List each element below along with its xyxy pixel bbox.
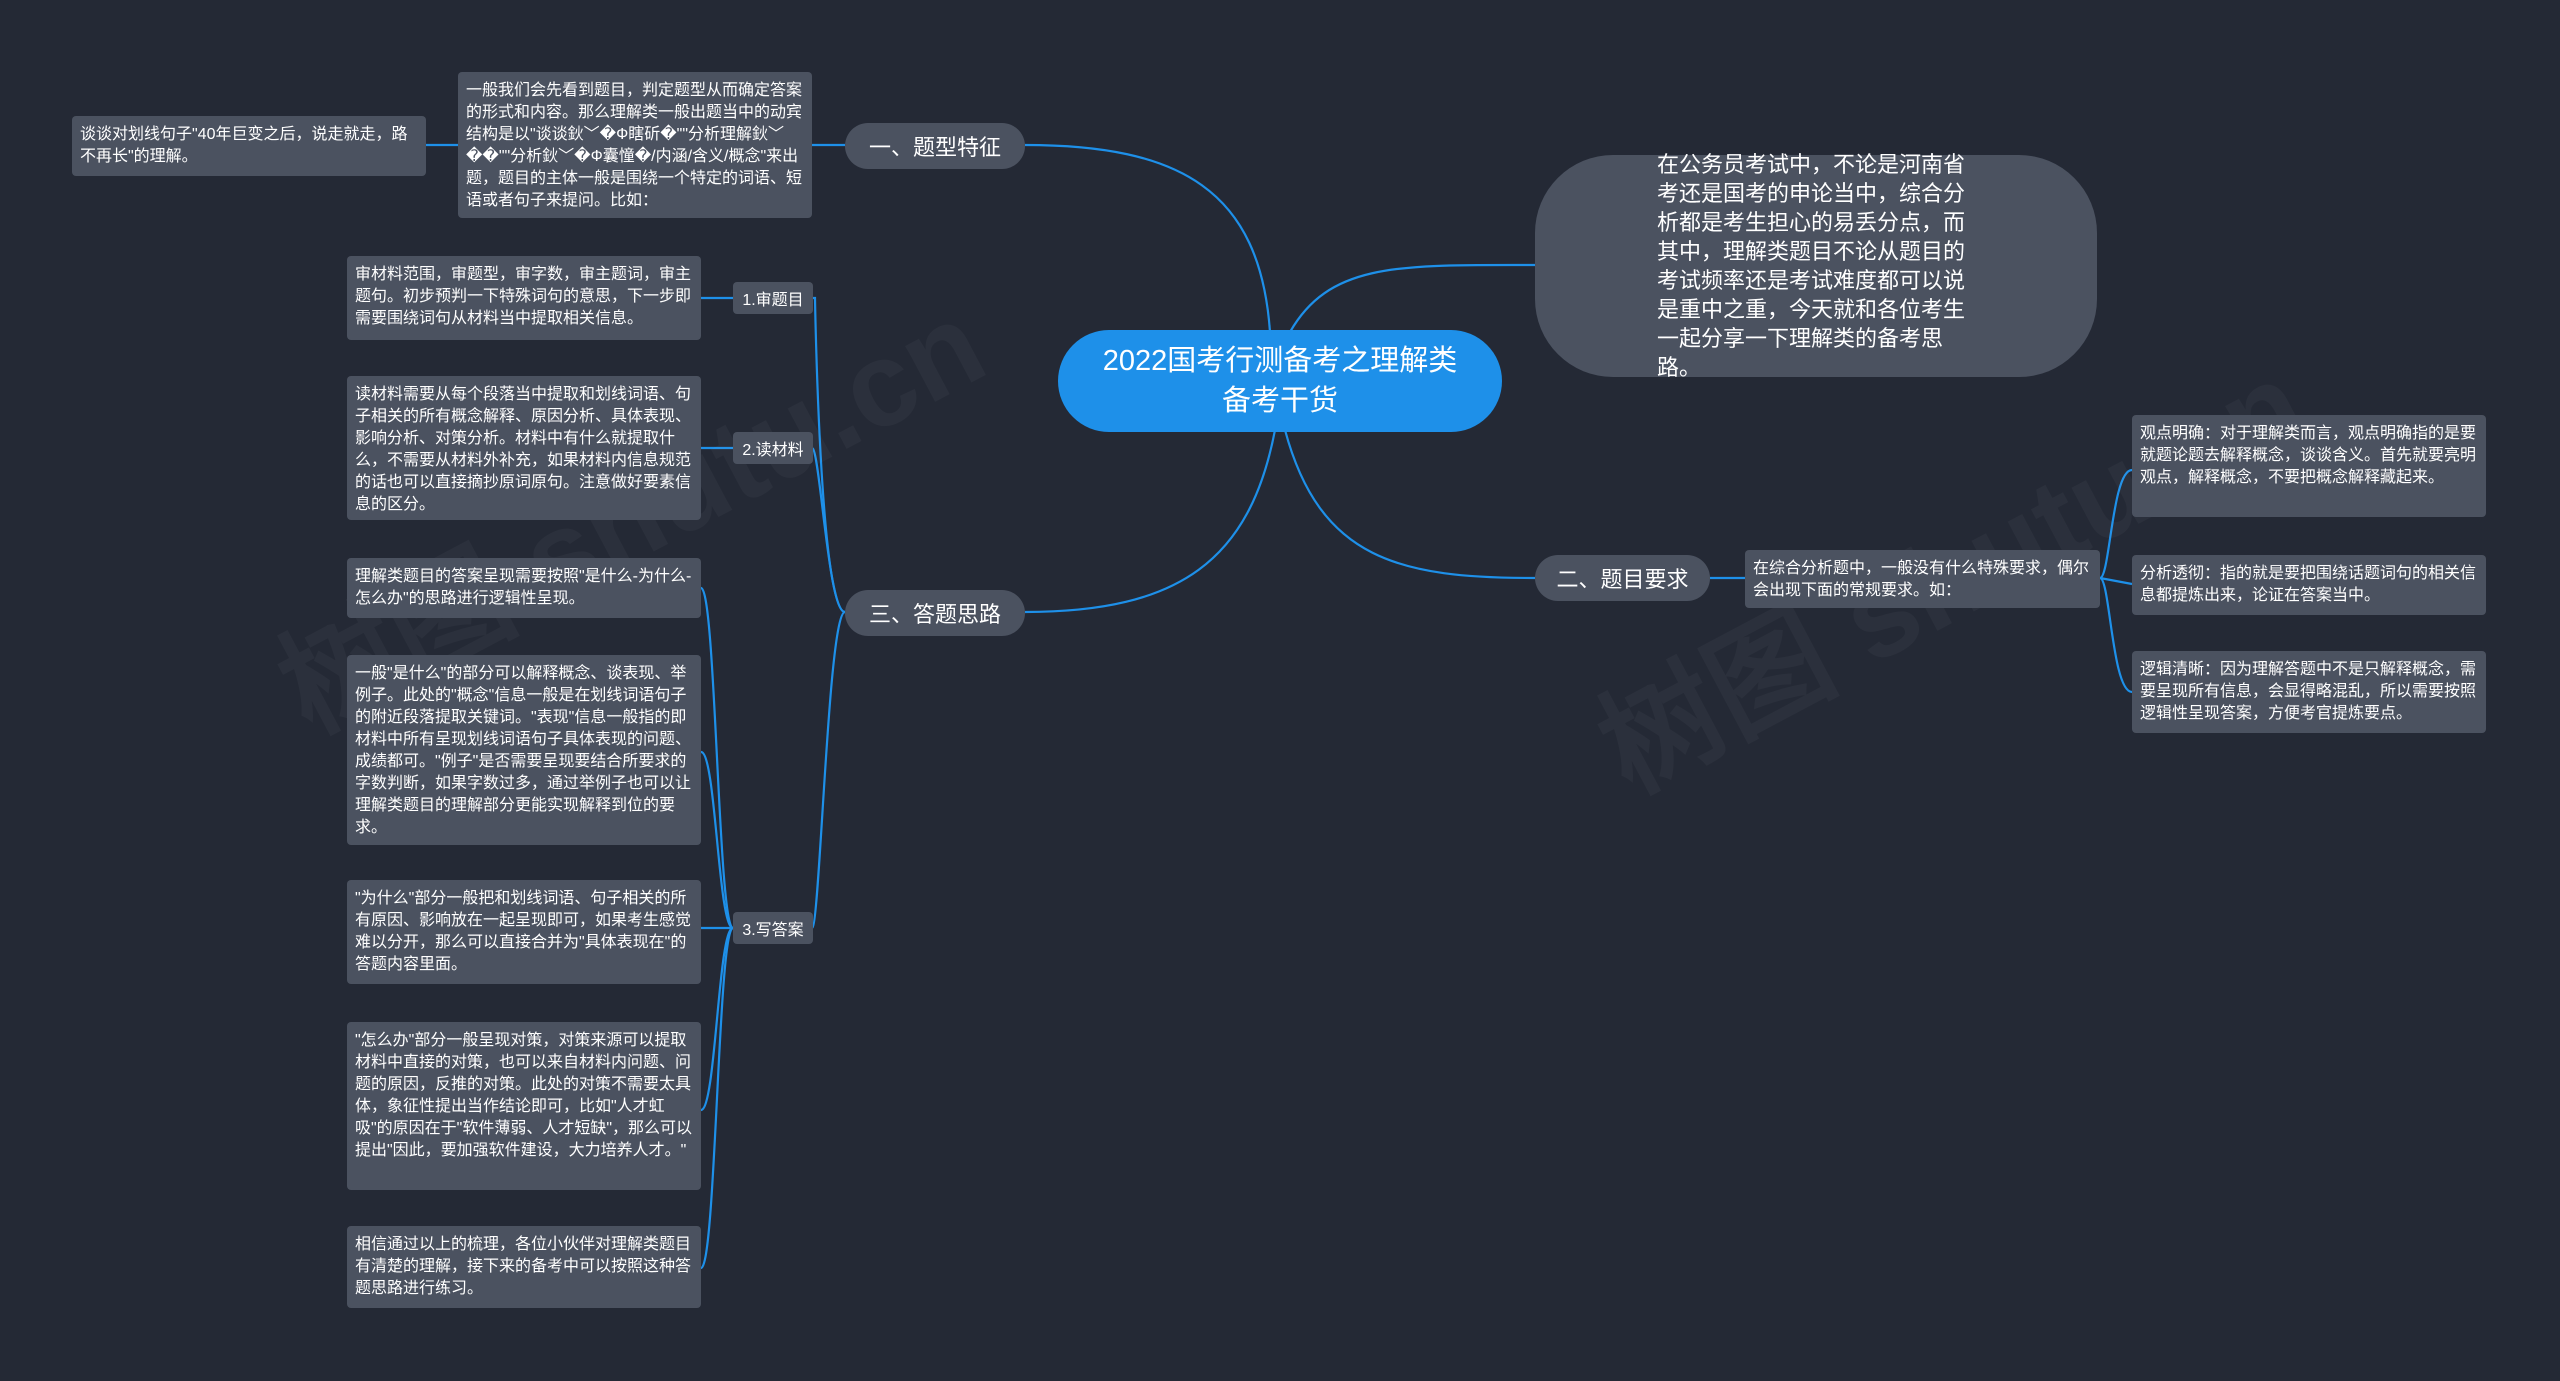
step-read-material[interactable]: 2.读材料 [733,432,813,464]
step-label: 2.读材料 [742,442,804,459]
step-read-material-text[interactable]: 读材料需要从每个段落当中提取和划线词语、句子相关的所有概念解释、原因分析、具体表… [347,376,701,520]
step-label: 3.写答案 [742,922,804,939]
answer-item[interactable]: "怎么办"部分一般呈现对策，对策来源可以提取材料中直接的对策，也可以来自材料内问… [347,1022,701,1190]
leaf-text: 相信通过以上的梳理，各位小伙伴对理解类题目有清楚的理解，接下来的备考中可以按照这… [355,1236,692,1297]
leaf-text: 一般"是什么"的部分可以解释概念、谈表现、举例子。此处的"概念"信息一般是在划线… [355,665,692,836]
branch-answer-approach[interactable]: 三、答题思路 [845,590,1025,636]
answer-item[interactable]: 理解类题目的答案呈现需要按照"是什么-为什么-怎么办"的思路进行逻辑性呈现。 [347,558,701,618]
branch2-detail[interactable]: 在综合分析题中，一般没有什么特殊要求，偶尔会出现下面的常规要求。如： [1745,550,2100,608]
requirement-item[interactable]: 观点明确：对于理解类而言，观点明确指的是要就题论题去解释概念，谈谈含义。首先就要… [2132,415,2486,517]
answer-item[interactable]: "为什么"部分一般把和划线词语、句子相关的所有原因、影响放在一起呈现即可，如果考… [347,880,701,984]
leaf-text: "怎么办"部分一般呈现对策，对策来源可以提取材料中直接的对策，也可以来自材料内问… [355,1032,693,1159]
branch1-example[interactable]: 谈谈对划线句子"40年巨变之后，说走就走，路不再长"的理解。 [72,116,426,176]
root-title: 2022国考行测备考之理解类备考干货 [1102,345,1458,417]
answer-item[interactable]: 相信通过以上的梳理，各位小伙伴对理解类题目有清楚的理解，接下来的备考中可以按照这… [347,1226,701,1308]
branch1-detail[interactable]: 一般我们会先看到题目，判定题型从而确定答案的形式和内容。那么理解类一般出题当中的… [458,72,812,218]
step-review-question-text[interactable]: 审材料范围，审题型，审字数，审主题词，审主题句。初步预判一下特殊词句的意思，下一… [347,256,701,340]
leaf-text: 读材料需要从每个段落当中提取和划线词语、句子相关的所有概念解释、原因分析、具体表… [355,386,692,513]
requirement-item[interactable]: 分析透彻：指的就是要把围绕话题词句的相关信息都提炼出来，论证在答案当中。 [2132,555,2486,615]
leaf-text: 审材料范围，审题型，审字数，审主题词，审主题句。初步预判一下特殊词句的意思，下一… [355,266,692,327]
step-write-answer[interactable]: 3.写答案 [733,912,813,944]
leaf-text: 观点明确：对于理解类而言，观点明确指的是要就题论题去解释概念，谈谈含义。首先就要… [2140,425,2477,486]
leaf-text: 分析透彻：指的就是要把围绕话题词句的相关信息都提炼出来，论证在答案当中。 [2140,565,2477,604]
requirement-item[interactable]: 逻辑清晰：因为理解答题中不是只解释概念，需要呈现所有信息，会显得略混乱，所以需要… [2132,651,2486,733]
intro-node[interactable]: 在公务员考试中，不论是河南省考还是国考的申论当中，综合分析都是考生担心的易丢分点… [1535,152,2097,380]
intro-text: 在公务员考试中，不论是河南省考还是国考的申论当中，综合分析都是考生担心的易丢分点… [1657,152,1966,380]
leaf-text: "为什么"部分一般把和划线词语、句子相关的所有原因、影响放在一起呈现即可，如果考… [355,890,692,973]
branch-question-requirements[interactable]: 二、题目要求 [1535,555,1710,601]
branch-question-type[interactable]: 一、题型特征 [845,123,1025,169]
leaf-text: 理解类题目的答案呈现需要按照"是什么-为什么-怎么办"的思路进行逻辑性呈现。 [355,568,692,607]
step-label: 1.审题目 [742,292,804,309]
branch-label: 二、题目要求 [1556,567,1689,592]
leaf-text: 逻辑清晰：因为理解答题中不是只解释概念，需要呈现所有信息，会显得略混乱，所以需要… [2140,661,2477,722]
root-topic[interactable]: 2022国考行测备考之理解类备考干货 [1058,330,1502,432]
branch-label: 一、题型特征 [868,135,1001,160]
leaf-text: 谈谈对划线句子"40年巨变之后，说走就走，路不再长"的理解。 [80,126,408,165]
leaf-text: 在综合分析题中，一般没有什么特殊要求，偶尔会出现下面的常规要求。如： [1753,560,2090,599]
step-review-question[interactable]: 1.审题目 [733,282,813,314]
answer-item[interactable]: 一般"是什么"的部分可以解释概念、谈表现、举例子。此处的"概念"信息一般是在划线… [347,655,701,845]
branch-label: 三、答题思路 [868,602,1001,627]
leaf-text: 一般我们会先看到题目，判定题型从而确定答案的形式和内容。那么理解类一般出题当中的… [466,82,803,209]
